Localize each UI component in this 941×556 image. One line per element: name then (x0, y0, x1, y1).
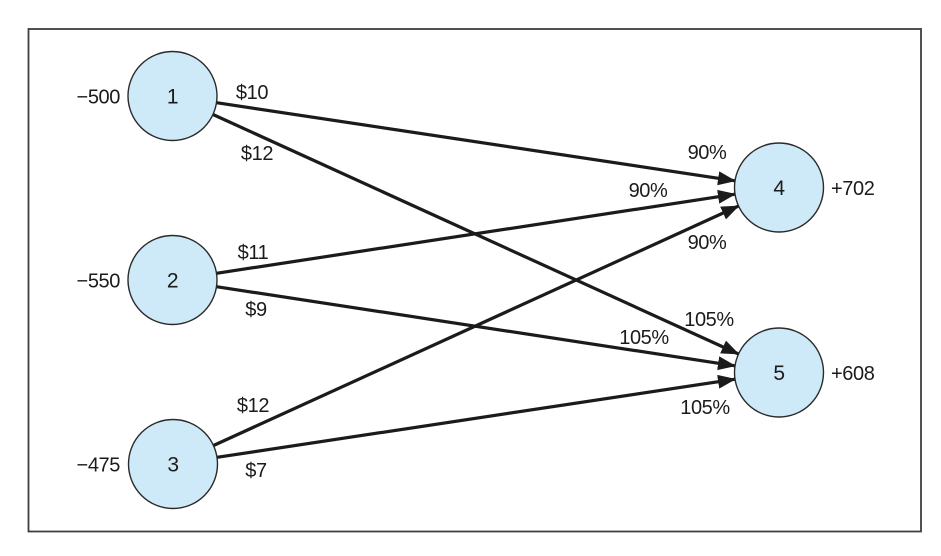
node-5 (733, 327, 825, 418)
edge-2-5-rate: 105% (619, 327, 669, 349)
edge-2-4-cost: $11 (238, 242, 269, 264)
node-2-value: −550 (77, 271, 121, 293)
node-4-value: +702 (831, 178, 875, 200)
node-3 (127, 418, 219, 510)
node-3-value: −475 (77, 455, 121, 477)
node-4 (733, 142, 825, 233)
node-4-label: 4 (773, 177, 785, 200)
edge-1-5-rate: 105% (684, 309, 734, 331)
node-5-value: +608 (831, 363, 875, 385)
figure-border (27, 28, 922, 533)
edge-1-4 (216, 101, 736, 186)
edge-2-4-rate: 90% (629, 180, 668, 202)
edge-3-4-rate: 90% (688, 232, 727, 254)
edge-3-5-cost: $7 (245, 460, 267, 482)
node-5-label: 5 (773, 362, 784, 385)
node-1 (127, 50, 218, 142)
edge-3-5 (216, 374, 736, 459)
edge-2-4 (216, 189, 736, 275)
edge-3-4-cost: $12 (237, 395, 269, 417)
node-3-label: 3 (167, 454, 178, 477)
node-1-value: −500 (77, 87, 121, 109)
edge-1-4-cost: $10 (236, 82, 268, 104)
edge-3-4 (212, 204, 740, 447)
node-1-label: 1 (167, 86, 178, 109)
edge-1-5-cost: $12 (241, 143, 273, 165)
edge-3-5-rate: 105% (680, 397, 730, 419)
node-2-label: 2 (167, 270, 178, 293)
node-2 (127, 234, 218, 326)
edge-1-4-rate: 90% (688, 142, 727, 164)
edge-2-5-cost: $9 (245, 299, 267, 321)
